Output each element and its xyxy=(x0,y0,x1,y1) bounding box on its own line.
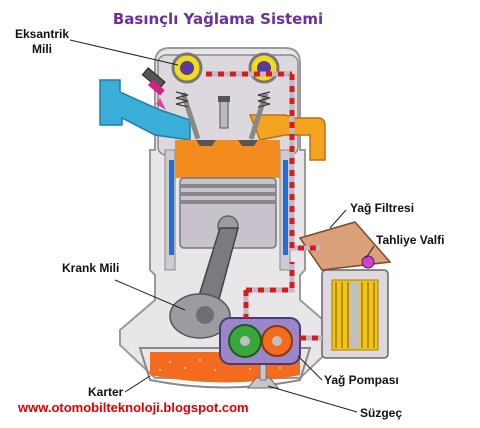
leader-oil-pump xyxy=(297,355,323,381)
label-relief-valve: Tahliye Valfi xyxy=(376,233,444,247)
leader-crankshaft xyxy=(114,279,186,311)
label-oil-pump: Yağ Pompası xyxy=(324,373,399,387)
piston xyxy=(179,177,277,249)
leader-relief-valve xyxy=(365,245,375,259)
label-oil-filter: Yağ Filtresi xyxy=(350,201,414,215)
fuel-injector xyxy=(141,67,166,110)
oil-pump xyxy=(219,317,301,365)
label-camshaft-line2: Mili xyxy=(32,42,52,56)
label-sump: Karter xyxy=(88,385,124,399)
website-url: www.otomobilteknoloji.blogspot.com xyxy=(17,400,249,415)
leader-sump xyxy=(124,375,151,393)
leader-oil-filter xyxy=(329,209,347,229)
valves xyxy=(175,91,271,146)
diagram-title: Basınçlı Yağlama Sistemi xyxy=(113,10,323,28)
crankshaft xyxy=(169,293,231,339)
camshaft-lobes xyxy=(171,52,280,84)
relief-valve xyxy=(361,255,375,269)
leader-camshaft xyxy=(69,39,179,66)
label-crankshaft: Krank Mili xyxy=(62,261,119,275)
oil-gallery-lines xyxy=(206,71,322,341)
sump-pan xyxy=(138,347,312,389)
combustion-chamber xyxy=(175,140,280,178)
label-camshaft-line1: Eksantrik xyxy=(15,27,69,41)
exhaust-manifold xyxy=(248,114,326,161)
leader-strainer xyxy=(267,385,358,413)
label-strainer: Süzgeç xyxy=(360,406,402,420)
strainer xyxy=(246,357,280,389)
